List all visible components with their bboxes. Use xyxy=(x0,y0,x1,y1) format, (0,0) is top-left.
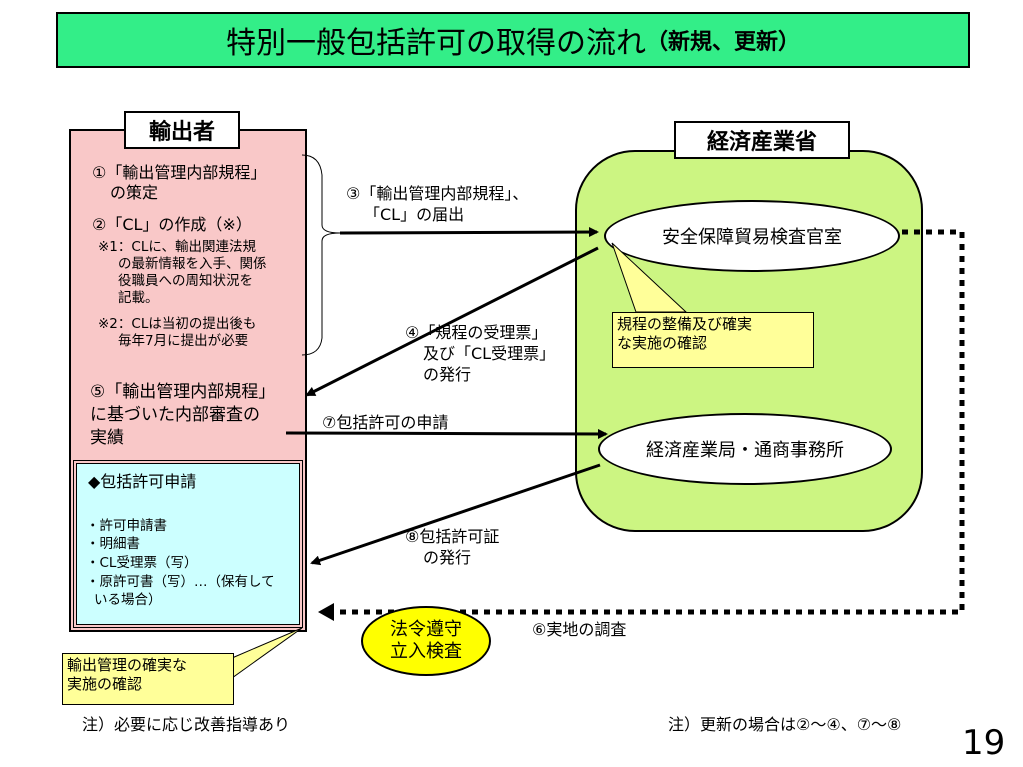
title-main: 特別一般包括許可の取得の流れ xyxy=(225,26,646,61)
application-box xyxy=(73,460,303,628)
note2-line2: 毎年7月に提出が必要 xyxy=(118,333,249,349)
arrow-6-label: ⑥実地の調査 xyxy=(532,620,627,639)
page-number: 19 xyxy=(962,723,1006,763)
arrow-6-dotted xyxy=(333,229,965,615)
arrow-4 xyxy=(305,246,599,397)
footer-note-right: 注）更新の場合は②～④、⑦～⑧ xyxy=(668,715,902,734)
arrow-7-label: ⑦包括許可の申請 xyxy=(322,413,449,432)
arrow-4-label-line3: の発行 xyxy=(423,365,472,384)
arrow-7 xyxy=(285,428,608,439)
step5-line2: に基づいた内部審査の xyxy=(90,405,260,425)
inspection-line1: 法令遵守 xyxy=(390,619,462,640)
arrow-3 xyxy=(339,227,599,238)
ministry-label: 経済産業省 xyxy=(674,121,850,159)
callout-tail xyxy=(231,627,303,679)
application-heading: ◆包括許可申請 xyxy=(88,472,197,491)
security-trade-inspection-office: 安全保障貿易検査官室 xyxy=(604,200,900,272)
application-item: ・明細書 xyxy=(86,536,140,552)
ministry-callout-line2: な実施の確認 xyxy=(617,334,708,352)
note1-line1: ※1：CLに、輸出関連法規 xyxy=(98,239,256,255)
application-item: いる場合） xyxy=(94,592,162,608)
exporter-callout-line1: 輸出管理の確実な xyxy=(67,656,188,674)
bracket-line xyxy=(301,154,341,356)
footer-note-left: 注）必要に応じ改善指導あり xyxy=(82,715,291,734)
arrow-8 xyxy=(310,463,601,566)
application-item: ・許可申請書 xyxy=(86,518,167,534)
exporter-label: 輸出者 xyxy=(124,111,240,149)
arrow-4-label-line2: 及び「CL受理票」 xyxy=(423,344,556,363)
note1-line3: 役職員への周知状況を xyxy=(118,273,253,289)
ministry-callout-line1: 規程の整備及び確実 xyxy=(617,315,753,333)
note1-line4: 記載。 xyxy=(118,290,159,306)
step1-line1: ①「輸出管理内部規程」 xyxy=(92,163,267,182)
step5-line1: ⑤「輸出管理内部規程」 xyxy=(90,382,276,402)
arrow-8-label-line2: の発行 xyxy=(423,548,472,567)
page-title: 特別一般包括許可の取得の流れ（新規、更新） xyxy=(56,12,970,68)
note2-line1: ※2：CLは当初の提出後も xyxy=(98,316,257,332)
ministry-callout: 規程の整備及び確実 な実施の確認 xyxy=(612,312,814,368)
exporter-callout: 輸出管理の確実な 実施の確認 xyxy=(62,653,234,705)
exporter-callout-line2: 実施の確認 xyxy=(67,675,143,693)
note1-line2: の最新情報を入手、関係 xyxy=(118,256,267,272)
step5-line3: 実績 xyxy=(90,428,124,448)
regional-bureau-office: 経済産業局・通商事務所 xyxy=(598,413,892,485)
application-item: ・原許可書（写）…（保有して xyxy=(86,574,275,590)
arrow-3-label-line2: 「CL」の届出 xyxy=(364,205,465,224)
arrow-8-label-line1: ⑧包括許可証 xyxy=(405,527,500,546)
step2: ②「CL」の作成（※） xyxy=(92,215,252,234)
arrow-3-label-line1: ③「輸出管理内部規程」、 xyxy=(346,184,529,203)
application-item: ・CL受理票（写） xyxy=(86,555,198,571)
arrow-4-label-line1: ④「規程の受理票」 xyxy=(405,323,548,342)
on-site-inspection-ellipse: 法令遵守 立入検査 xyxy=(361,606,491,676)
step1-line2: の策定 xyxy=(110,183,159,202)
inspection-line2: 立入検査 xyxy=(390,641,462,662)
callout-tail xyxy=(611,242,688,313)
title-sub: （新規、更新） xyxy=(645,30,800,55)
arrow-6-head xyxy=(318,603,334,621)
